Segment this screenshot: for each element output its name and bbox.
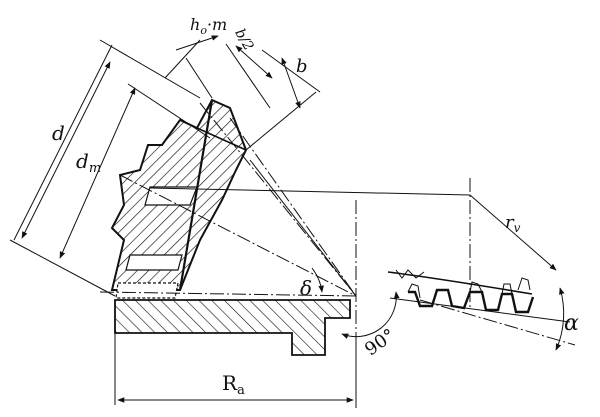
dimension-ra: Ra — [117, 340, 357, 408]
label-delta: δ — [300, 276, 312, 300]
virtual-gear: rv — [387, 194, 576, 346]
dimension-hom: ho·m — [164, 15, 227, 99]
label-rv: rv — [505, 212, 521, 235]
label-ra: Ra — [222, 371, 245, 398]
shaft-axis-line — [99, 291, 357, 297]
label-b: b — [296, 56, 308, 77]
label-b2: b/2 — [231, 26, 256, 54]
dimension-b: b — [245, 49, 321, 151]
angle-delta: δ — [300, 267, 324, 300]
angle-alpha: α — [555, 287, 579, 351]
virtual-radius-line — [149, 187, 471, 196]
label-dm: dm — [76, 149, 101, 176]
gear-body-section — [110, 98, 248, 299]
label-hom: ho·m — [190, 15, 227, 37]
label-alpha: α — [564, 311, 579, 336]
pitch-cone-line — [199, 102, 357, 297]
label-90: 90° — [361, 325, 399, 361]
pitch-cone-line-2 — [229, 117, 357, 297]
dimension-b2: b/2 — [225, 26, 273, 109]
dimension-dm: dm — [59, 83, 211, 259]
label-d: d — [52, 121, 65, 145]
